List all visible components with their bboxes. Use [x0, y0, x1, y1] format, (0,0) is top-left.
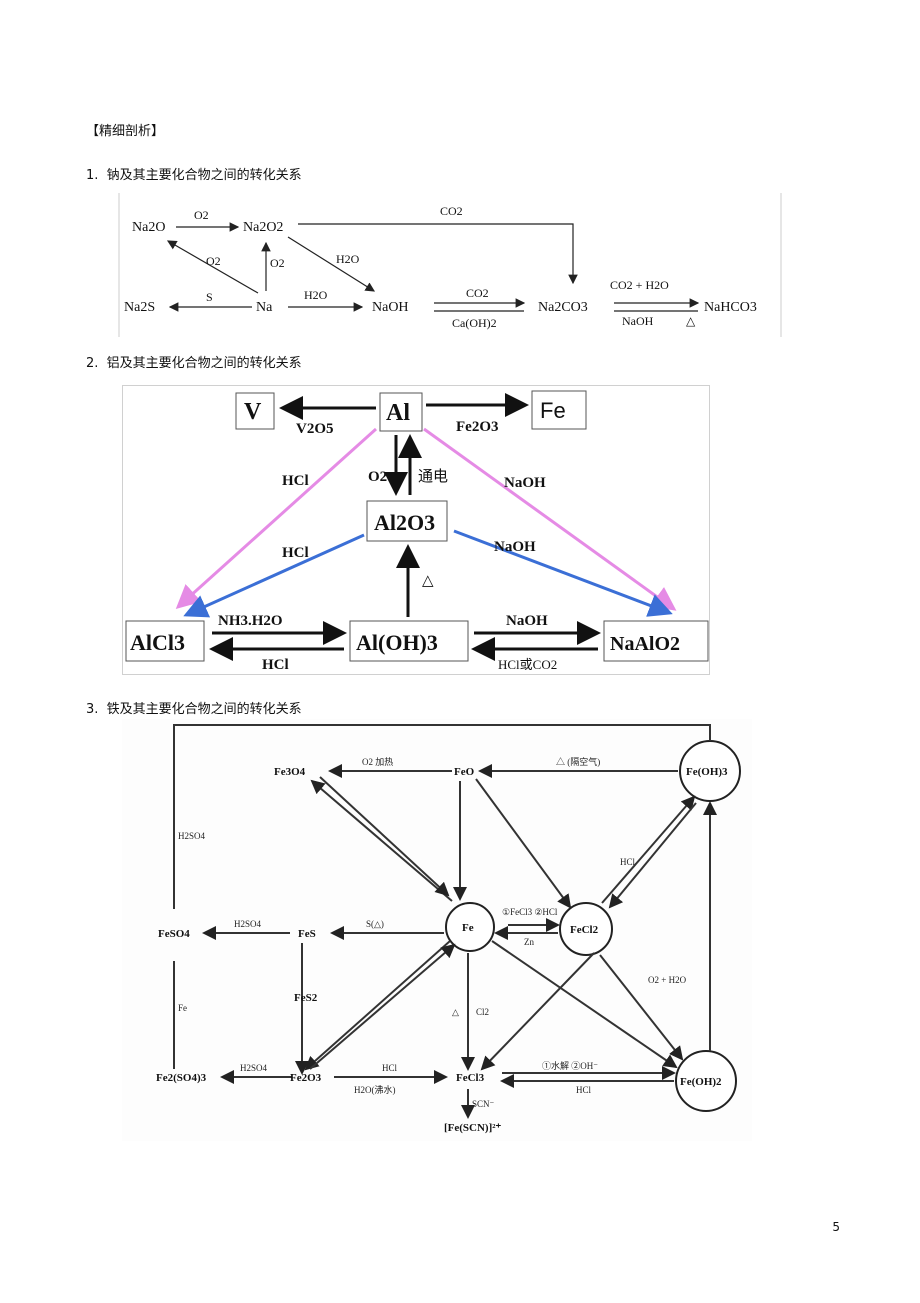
page-number: 5: [832, 1220, 840, 1234]
species-fe: Fe: [540, 398, 566, 423]
label-naoh-rev: NaOH: [622, 314, 654, 328]
label-scn: SCN⁻: [472, 1099, 495, 1109]
label-s-heat: S(△): [366, 919, 384, 929]
species-na2s: Na2S: [124, 300, 155, 315]
label-h2so4-b: H2SO4: [234, 919, 262, 929]
label-o2-left: O2: [206, 254, 221, 268]
label-hcl-b: HCl: [576, 1085, 592, 1095]
species-fe3o4: Fe3O4: [274, 766, 306, 778]
section-title: 铁及其主要化合物之间的转化关系: [106, 702, 302, 717]
label-hcl-or-co2: HCl或CO2: [498, 657, 557, 672]
species-fe2so43: Fe2(SO4)3: [156, 1072, 207, 1084]
label-fecl3-fecl2: ①FeCl3 ②HCl: [502, 907, 558, 917]
label-co2-top: CO2: [440, 204, 463, 218]
label-oh-a: ①水解 ②OH⁻: [542, 1060, 598, 1071]
species-alcl3: AlCl3: [130, 630, 185, 655]
label-h2o-a: H2O(沸水): [354, 1084, 396, 1095]
species-fes2: FeS2: [294, 992, 318, 1004]
section-number: 3.: [86, 702, 99, 717]
section-number: 1.: [86, 168, 99, 183]
species-na2co3: Na2CO3: [538, 300, 588, 315]
species-fecl3: FeCl3: [456, 1072, 485, 1084]
section-title: 铝及其主要化合物之间的转化关系: [106, 356, 302, 371]
species-al: Al: [386, 400, 410, 426]
section-number: 2.: [86, 356, 99, 371]
species-naalo2: NaAlO2: [610, 633, 680, 655]
species-feoh3: Fe(OH)3: [686, 766, 728, 778]
label-s: S: [206, 290, 213, 304]
aluminum-diagram: V Al Fe Al2O3 AlCl3 Al(OH)3 NaAlO2 V2O5 …: [122, 385, 710, 675]
label-caoh2: Ca(OH)2: [452, 316, 497, 330]
species-feoh2: Fe(OH)2: [680, 1076, 722, 1088]
label-o2: O2: [368, 469, 387, 485]
species-naoh: NaOH: [372, 300, 409, 315]
label-v2o5: V2O5: [296, 421, 334, 437]
label-o2-heat: O2 加热: [362, 756, 393, 767]
label-naoh-fwd: NaOH: [506, 613, 548, 629]
label-hcl-mid: HCl: [282, 545, 309, 561]
label-fe2o3: Fe2O3: [456, 419, 499, 435]
label-naoh-right: NaOH: [504, 475, 546, 491]
label-co2-h2o: CO2 + H2O: [610, 278, 669, 292]
species-v: V: [244, 399, 262, 425]
label-o2-up: O2: [270, 256, 285, 270]
species-na2o2: Na2O2: [243, 220, 283, 235]
species-na2o: Na2O: [132, 220, 165, 235]
label-co2-mid: CO2: [466, 286, 489, 300]
label-hcl-left: HCl: [282, 473, 309, 489]
label-heat-air: △ (隔空气): [556, 756, 600, 767]
label-hcl-a: HCl: [382, 1063, 398, 1073]
label-o2-h2o: O2 + H2O: [648, 975, 687, 985]
species-fe2o3: Fe2O3: [290, 1072, 322, 1084]
label-h2o-diag: H2O: [336, 252, 360, 266]
label-h2so4-a: H2SO4: [178, 831, 206, 841]
label-feso4-fe: Fe: [178, 1003, 187, 1013]
label-zn: Zn: [524, 937, 534, 947]
label-naoh-mid: NaOH: [494, 539, 536, 555]
label-hcl-c: HCl: [620, 857, 636, 867]
label-cl2: Cl2: [476, 1007, 489, 1017]
label-o2-top: O2: [194, 208, 209, 222]
species-feo: FeO: [454, 766, 475, 778]
species-na: Na: [256, 300, 273, 315]
label-heat: △: [422, 573, 434, 589]
species-fes: FeS: [298, 928, 316, 940]
section-heading: 【精细剖析】: [86, 124, 165, 139]
label-nh3h2o: NH3.H2O: [218, 613, 283, 629]
label-h2o-bottom: H2O: [304, 288, 328, 302]
species-al2o3: Al2O3: [374, 510, 435, 535]
sodium-diagram: Na2O Na2O2 Na2S Na NaOH Na2CO3 NaHCO3 O2…: [118, 193, 782, 337]
label-hcl-back: HCl: [262, 657, 289, 673]
section-3-title: 3. 铁及其主要化合物之间的转化关系: [86, 698, 302, 717]
label-electrolysis: 通电: [418, 468, 448, 485]
species-fescn: [Fe(SCN)]²⁺: [444, 1122, 502, 1134]
label-heat: △: [686, 314, 696, 328]
species-aloh3: Al(OH)3: [356, 630, 438, 655]
iron-diagram: Fe3O4 FeO Fe(OH)3 FeSO4 FeS Fe FeCl2 FeS…: [122, 719, 752, 1141]
label-h2so4-c: H2SO4: [240, 1063, 268, 1073]
section-1-title: 1. 钠及其主要化合物之间的转化关系: [86, 164, 302, 183]
section-title: 钠及其主要化合物之间的转化关系: [106, 168, 302, 183]
species-fe: Fe: [462, 922, 474, 934]
label-heat-a: △: [452, 1007, 459, 1017]
section-2-title: 2. 铝及其主要化合物之间的转化关系: [86, 352, 302, 371]
species-feso4: FeSO4: [158, 928, 190, 940]
species-fecl2: FeCl2: [570, 924, 599, 936]
species-nahco3: NaHCO3: [704, 300, 757, 315]
